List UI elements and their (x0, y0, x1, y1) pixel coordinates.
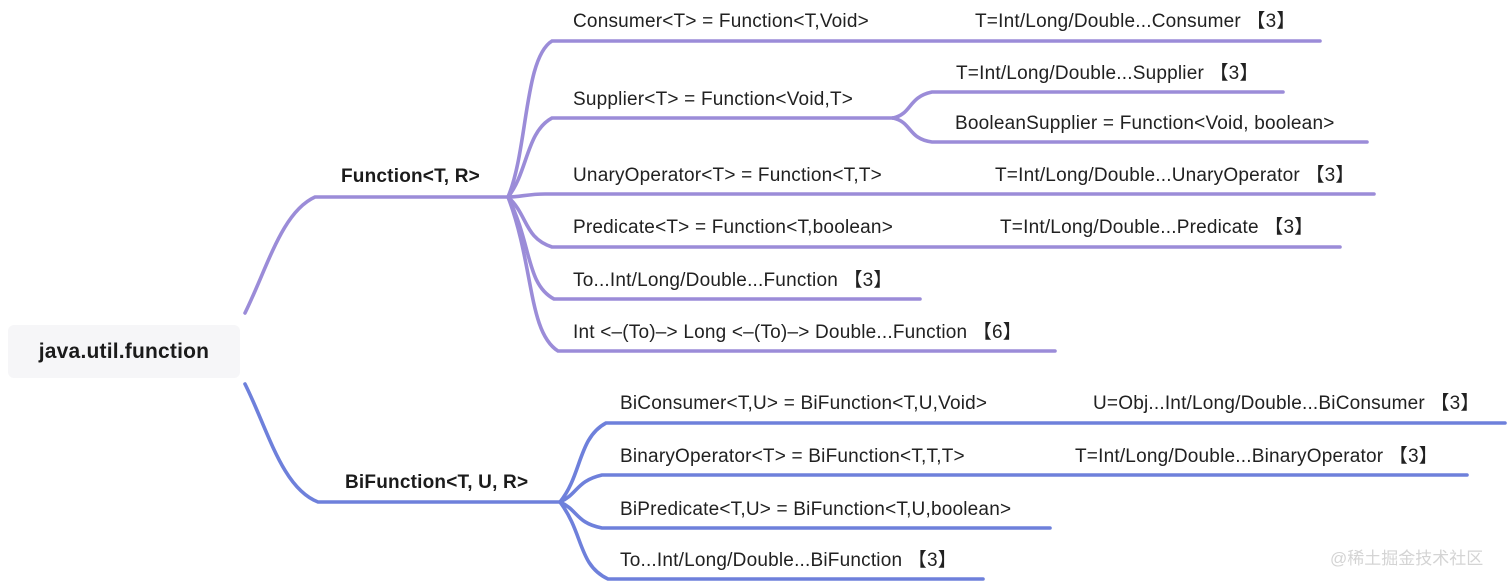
node-booleansupplier[interactable]: BooleanSupplier = Function<Void, boolean… (955, 113, 1335, 134)
watermark-juejin: @稀土掘金技术社区 (1330, 549, 1484, 568)
node-supplier-def[interactable]: Supplier<T> = Function<Void,T> (573, 89, 854, 110)
edge-function-predicate (506, 195, 1342, 249)
edge-supplier-booleansupplier (891, 116, 1369, 144)
root-node-java-util-function[interactable]: java.util.function (8, 325, 240, 378)
edge-bifunction-binaryoperator (558, 473, 1469, 504)
edge-root-function (243, 195, 510, 315)
edge-function-inttolongtodouble (506, 195, 1057, 353)
node-binaryoperator-impls[interactable]: T=Int/Long/Double...BinaryOperator 【3】 (1075, 446, 1438, 467)
topic-function[interactable]: Function<T, R> (341, 166, 480, 187)
node-binaryoperator-def[interactable]: BinaryOperator<T> = BiFunction<T,T,T> (620, 446, 965, 467)
edge-function-unaryoperator (506, 192, 1376, 199)
node-int-to-long-to-double-function[interactable]: Int <–(To)–> Long <–(To)–> Double...Func… (573, 322, 1022, 343)
edge-bifunction-bipredicate (558, 500, 1052, 530)
node-unaryoperator-impls[interactable]: T=Int/Long/Double...UnaryOperator 【3】 (995, 165, 1355, 186)
edge-function-consumer (506, 39, 1322, 199)
node-unaryoperator-def[interactable]: UnaryOperator<T> = Function<T,T> (573, 165, 882, 186)
edge-bifunction-biconsumer (558, 421, 1507, 504)
topic-bifunction[interactable]: BiFunction<T, U, R> (345, 472, 529, 493)
node-predicate-impls[interactable]: T=Int/Long/Double...Predicate 【3】 (1000, 217, 1314, 238)
node-to-function[interactable]: To...Int/Long/Double...Function 【3】 (573, 270, 893, 291)
node-biconsumer-impls[interactable]: U=Obj...Int/Long/Double...BiConsumer 【3】 (1093, 393, 1480, 414)
edge-supplier-impl (891, 90, 1285, 120)
edge-root-bifunction (243, 382, 562, 504)
node-consumer-impls[interactable]: T=Int/Long/Double...Consumer 【3】 (975, 11, 1296, 32)
node-to-bifunction[interactable]: To...Int/Long/Double...BiFunction 【3】 (620, 550, 957, 571)
node-predicate-def[interactable]: Predicate<T> = Function<T,boolean> (573, 217, 893, 238)
edge-bifunction-tobifunction (558, 500, 985, 581)
node-supplier-impls[interactable]: T=Int/Long/Double...Supplier 【3】 (956, 63, 1259, 84)
node-consumer-def[interactable]: Consumer<T> = Function<T,Void> (573, 11, 869, 32)
node-bipredicate-def[interactable]: BiPredicate<T,U> = BiFunction<T,U,boolea… (620, 499, 1012, 520)
node-biconsumer-def[interactable]: BiConsumer<T,U> = BiFunction<T,U,Void> (620, 393, 988, 414)
edge-function-supplier (506, 116, 895, 199)
